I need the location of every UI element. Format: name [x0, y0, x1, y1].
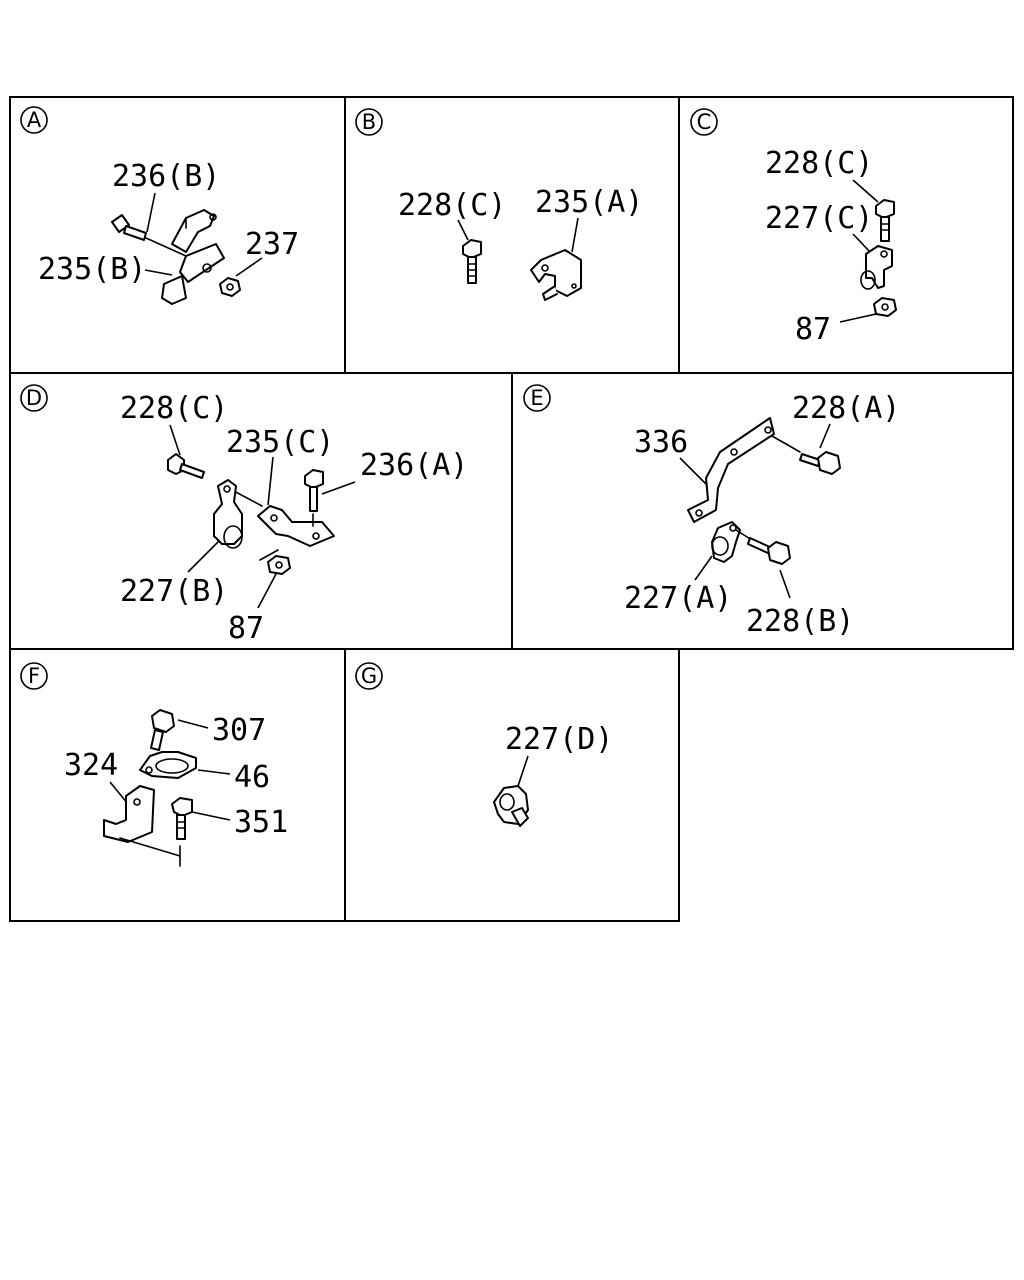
part-label-235c: 235(C) [226, 425, 334, 460]
part-label-228c: 228(C) [765, 146, 873, 181]
svg-text:A: A [27, 108, 42, 132]
svg-text:D: D [26, 386, 42, 410]
bracket-icon [103, 785, 181, 867]
panel-id-badge: F [20, 662, 48, 690]
part-label-227c: 227(C) [765, 201, 873, 236]
part-label-228a: 228(A) [792, 391, 900, 426]
leader-lines [169, 424, 356, 609]
bracket-icon [687, 417, 775, 523]
part-label-87: 87 [795, 312, 831, 347]
nut-icon [873, 297, 897, 317]
bolt-icon [799, 451, 841, 475]
part-label-235b: 235(B) [38, 252, 146, 287]
part-label-336: 336 [634, 425, 688, 460]
svg-text:B: B [362, 110, 376, 134]
nut-icon [267, 555, 291, 575]
clamp-icon [711, 521, 741, 563]
part-label-87: 87 [228, 611, 264, 646]
part-label-227b: 227(B) [120, 574, 228, 609]
svg-text:G: G [361, 664, 377, 688]
part-label-237: 237 [245, 227, 299, 262]
leader-line [517, 755, 529, 787]
panel-a: A 236(B) 235(B) 237 [20, 106, 299, 305]
part-label-236b: 236(B) [112, 159, 220, 194]
panel-f: F 307 324 46 351 [20, 662, 288, 867]
leader-lines [144, 192, 263, 277]
svg-text:F: F [28, 664, 40, 688]
panel-frames [9, 96, 1014, 922]
bolt-icon [111, 214, 147, 241]
bolt-icon [167, 453, 205, 479]
clip-icon [493, 785, 529, 827]
bracket-icon [530, 249, 582, 301]
part-label-228c: 228(C) [398, 188, 506, 223]
clamp-icon [139, 751, 197, 779]
leader-lines [839, 179, 879, 323]
svg-text:E: E [530, 386, 543, 410]
panel-id-badge: D [20, 384, 48, 412]
part-label-307: 307 [212, 713, 266, 748]
bolt-icon [171, 797, 193, 840]
part-label-227a: 227(A) [624, 581, 732, 616]
clamp-icon [860, 245, 893, 290]
panel-id-badge: A [20, 106, 48, 134]
panel-c: C 228(C) 227(C) 87 [690, 108, 897, 347]
panel-d: D 228(C) 235(C) 236(A) 227(B) 87 [20, 384, 468, 646]
part-label-228c: 228(C) [120, 391, 228, 426]
nut-icon [219, 277, 241, 297]
panel-id-badge: G [355, 662, 383, 690]
bracket-icon [257, 505, 335, 561]
bolt-icon [150, 709, 175, 751]
panel-id-badge: C [690, 108, 718, 136]
part-label-228b: 228(B) [746, 604, 854, 639]
bolt-icon [462, 239, 482, 284]
panel-g: G 227(D) [355, 662, 613, 827]
panel-e: E 228(A) 336 227(A) 228(B) [523, 384, 900, 639]
bolt-icon [747, 537, 791, 565]
panel-b: B 228(C) 235(A) [355, 108, 643, 301]
svg-text:C: C [697, 110, 712, 134]
part-label-236a: 236(A) [360, 448, 468, 483]
bolt-icon [875, 199, 895, 242]
part-label-351: 351 [234, 805, 288, 840]
leader-lines [457, 217, 579, 253]
bolt-icon [304, 469, 324, 527]
leader-lines [679, 423, 831, 599]
clamp-icon [213, 479, 243, 549]
panel-id-badge: E [523, 384, 551, 412]
part-label-46: 46 [234, 760, 270, 795]
part-label-227d: 227(D) [505, 722, 613, 757]
bracket-icon [161, 209, 225, 305]
part-label-324: 324 [64, 748, 118, 783]
part-label-235a: 235(A) [535, 185, 643, 220]
panel-id-badge: B [355, 108, 383, 136]
